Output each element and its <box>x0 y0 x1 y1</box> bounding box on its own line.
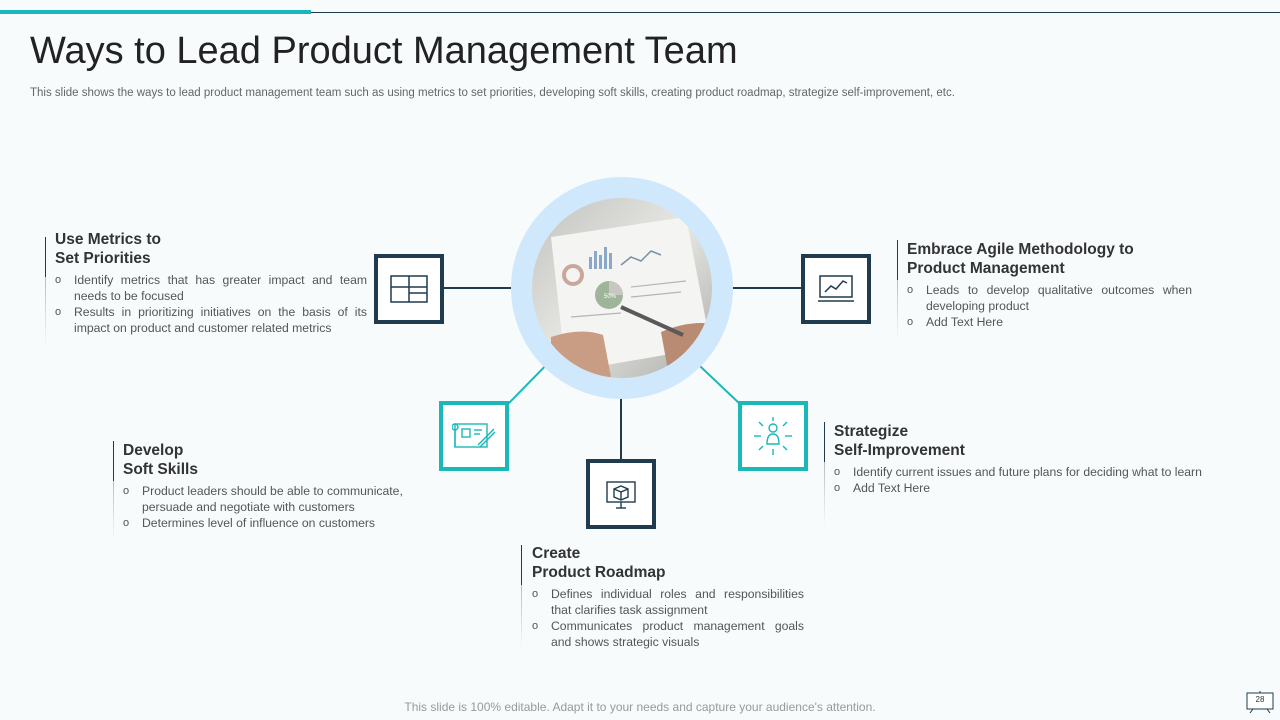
list-item: Leads to develop qualitative outcomes wh… <box>907 282 1192 314</box>
roadmap-title-line2: Product Roadmap <box>532 564 666 581</box>
agile-accent-line <box>897 240 898 280</box>
pie-label: 50% <box>604 294 617 300</box>
page-title: Ways to Lead Product Management Team <box>30 30 738 72</box>
self-improvement-title-line2: Self-Improvement <box>834 442 965 459</box>
roadmap-accent-line <box>521 545 522 585</box>
agile-title-line2: Product Management <box>907 260 1065 277</box>
page-number: 28 <box>1255 695 1265 704</box>
agile-fade-line <box>897 280 898 340</box>
self-improvement-icon-box <box>738 401 808 471</box>
roadmap-icon-box <box>586 459 656 529</box>
list-item: Identify current issues and future plans… <box>834 464 1254 480</box>
metrics-title: Use Metrics to Set Priorities <box>55 230 367 268</box>
list-item: Determines level of influence on custome… <box>123 515 428 531</box>
metrics-accent-line <box>45 237 46 277</box>
metrics-icon-box <box>374 254 444 324</box>
metrics-fade-line <box>45 277 46 347</box>
page-number-badge: 28 <box>1246 691 1274 713</box>
easel-icon <box>1246 691 1274 713</box>
agile-title: Embrace Agile Methodology to Product Man… <box>907 240 1192 278</box>
list-item: Results in prioritizing initiatives on t… <box>55 304 367 336</box>
soft-skills-title: Develop Soft Skills <box>123 441 428 479</box>
person-arrows-icon <box>754 417 792 455</box>
page-subtitle: This slide shows the ways to lead produc… <box>30 87 955 99</box>
soft-skills-title-line1: Develop <box>123 442 184 459</box>
list-item: Add Text Here <box>907 314 1192 330</box>
blueprint-icon <box>452 423 496 448</box>
soft-skills-accent-line <box>113 441 114 481</box>
metrics-title-line2: Set Priorities <box>55 250 151 267</box>
agile-points: Leads to develop qualitative outcomes wh… <box>907 282 1192 330</box>
roadmap-points: Defines individual roles and responsibil… <box>532 586 804 650</box>
agile-icon-box <box>801 254 871 324</box>
header-accent-bar <box>0 10 311 14</box>
list-item: Product leaders should be able to commun… <box>123 483 428 515</box>
block-self-improvement: Strategize Self-Improvement Identify cur… <box>834 422 1254 496</box>
block-metrics: Use Metrics to Set Priorities Identify m… <box>55 230 367 336</box>
block-agile: Embrace Agile Methodology to Product Man… <box>907 240 1192 330</box>
header-rule <box>311 12 1280 13</box>
roadmap-title: Create Product Roadmap <box>532 544 804 582</box>
self-improvement-title-line1: Strategize <box>834 423 909 440</box>
roadmap-title-line1: Create <box>532 545 581 562</box>
roadmap-fade-line <box>521 585 522 650</box>
list-item: Add Text Here <box>834 480 1254 496</box>
monitor-chart-icon <box>818 275 854 302</box>
self-improvement-points: Identify current issues and future plans… <box>834 464 1254 496</box>
self-improvement-title: Strategize Self-Improvement <box>834 422 1254 460</box>
soft-skills-title-line2: Soft Skills <box>123 461 198 478</box>
list-item: Communicates product management goals an… <box>532 618 804 650</box>
list-item: Defines individual roles and responsibil… <box>532 586 804 618</box>
self-improvement-accent-line <box>824 422 825 462</box>
dashboard-layout-icon <box>390 275 428 303</box>
footer-note: This slide is 100% editable. Adapt it to… <box>404 700 876 714</box>
computer-box-icon <box>606 481 636 509</box>
self-improvement-fade-line <box>824 462 825 527</box>
metrics-title-line1: Use Metrics to <box>55 231 161 248</box>
block-roadmap: Create Product Roadmap Defines individua… <box>532 544 804 650</box>
metrics-points: Identify metrics that has greater impact… <box>55 272 367 336</box>
agile-title-line1: Embrace Agile Methodology to <box>907 241 1134 258</box>
center-image: 50% <box>511 177 733 399</box>
soft-skills-points: Product leaders should be able to commun… <box>123 483 428 531</box>
list-item: Identify metrics that has greater impact… <box>55 272 367 304</box>
block-soft-skills: Develop Soft Skills Product leaders shou… <box>123 441 428 531</box>
soft-skills-fade-line <box>113 481 114 541</box>
soft-skills-icon-box <box>439 401 509 471</box>
